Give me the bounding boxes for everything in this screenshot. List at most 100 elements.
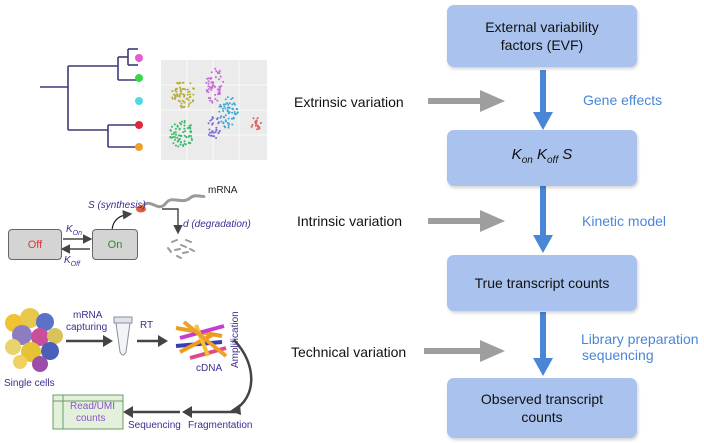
scatter-point xyxy=(178,95,181,98)
scatter-point xyxy=(210,118,213,121)
scatter-point xyxy=(211,85,214,88)
scatter-point xyxy=(230,98,233,101)
scatter-point xyxy=(176,82,178,84)
scatter-point xyxy=(226,102,229,105)
scatter-point xyxy=(219,116,222,119)
scatter-point xyxy=(187,91,189,94)
scatter-point xyxy=(207,80,210,83)
scatter-point xyxy=(173,123,176,126)
rt-label: RT xyxy=(140,320,154,331)
scatter-point xyxy=(182,93,185,96)
extrinsic-variation-label: Extrinsic variation xyxy=(294,94,404,110)
scatter-point xyxy=(180,106,183,109)
scatter-point xyxy=(174,95,177,98)
single-cells-label: Single cells xyxy=(4,378,55,389)
scatter-point xyxy=(189,82,192,85)
scatter-point xyxy=(184,143,187,146)
cdna-fragments xyxy=(175,320,228,360)
scatter-point xyxy=(219,92,221,95)
scatter-point xyxy=(173,131,176,134)
scatter-point xyxy=(210,89,213,92)
degraded-fragments xyxy=(167,239,195,259)
scatter-point xyxy=(222,107,224,110)
scatter-point xyxy=(169,135,172,138)
scatter-point xyxy=(182,144,185,146)
scatter-point xyxy=(250,125,253,128)
scatter-point xyxy=(208,128,211,131)
scatter-point xyxy=(173,132,175,135)
scatter-point xyxy=(183,124,186,127)
scatter-point xyxy=(220,85,223,87)
scatter-point xyxy=(183,134,186,137)
degradation-label: d (degradation) xyxy=(183,219,251,230)
scatter-point xyxy=(222,80,225,83)
scatter-point xyxy=(207,88,210,91)
intrinsic-variation-label: Intrinsic variation xyxy=(297,213,403,229)
kinetic-model-label: Kinetic model xyxy=(582,213,667,229)
scatter-point xyxy=(217,88,219,91)
scatter-point xyxy=(227,117,230,120)
scatter-point xyxy=(207,91,210,94)
scatter-point xyxy=(171,96,174,99)
scatter-point xyxy=(188,134,191,137)
scatter-point xyxy=(227,124,230,127)
scatter-point xyxy=(218,85,221,88)
scatter-point xyxy=(180,123,183,126)
scatter-point xyxy=(222,122,225,125)
observed-counts-label: Observed transcript counts xyxy=(480,391,604,425)
scatter-point xyxy=(233,102,236,105)
scatter-point xyxy=(223,125,226,128)
scatter-point xyxy=(183,105,186,108)
observed-counts-box: Observed transcript counts xyxy=(447,378,637,438)
scatter-point xyxy=(218,105,221,108)
scatter-point xyxy=(231,123,234,126)
scatter-point xyxy=(184,130,187,133)
scatter-point xyxy=(183,120,186,122)
scatter-point xyxy=(205,81,208,84)
scatter-point xyxy=(180,102,183,105)
scatter-point xyxy=(175,88,177,90)
scatter-point xyxy=(192,93,195,96)
scatter-point xyxy=(236,111,239,114)
scatter-point xyxy=(213,135,216,138)
scatter-point xyxy=(218,78,220,81)
tube-icon xyxy=(113,316,133,356)
on-state-box: On xyxy=(92,229,138,260)
scatter-point xyxy=(259,122,262,124)
scatter-point xyxy=(211,81,214,84)
on-state-label: On xyxy=(107,238,123,251)
scatter-point xyxy=(178,100,181,103)
mrna-capturing-label-line2: capturing xyxy=(66,322,108,333)
scatter-point xyxy=(232,108,235,111)
scatter-point xyxy=(192,100,195,103)
scatter-point xyxy=(214,93,217,96)
evf-box: External variability factors (EVF) xyxy=(447,5,637,67)
scatter-point xyxy=(214,76,217,79)
scatter-point xyxy=(210,71,213,74)
protocol-arrowheads xyxy=(103,335,241,418)
scatter-point xyxy=(254,124,257,127)
technical-variation-label: Technical variation xyxy=(291,344,407,360)
scatter-point xyxy=(176,94,179,97)
scatter-point xyxy=(210,100,213,102)
scatter-point xyxy=(182,131,185,134)
scatter-point xyxy=(254,120,257,123)
scatter-point xyxy=(214,130,217,133)
mrna-label: mRNA xyxy=(208,185,238,196)
scatter-point xyxy=(185,136,188,139)
scatter-point xyxy=(216,117,219,120)
scatter-point xyxy=(181,81,184,84)
scatter-point xyxy=(216,72,219,74)
scatter-point xyxy=(214,67,217,70)
scatter-point xyxy=(217,121,220,124)
scatter-point xyxy=(179,143,182,146)
scatter-point xyxy=(176,136,179,139)
dendrogram xyxy=(40,48,138,148)
scatter-point xyxy=(220,105,223,108)
dendrogram-leaves xyxy=(135,54,143,151)
scatter-point xyxy=(174,138,176,141)
scatter-point xyxy=(179,134,182,137)
scatter-point xyxy=(227,110,230,113)
scatter-point xyxy=(211,123,214,126)
scatter-point xyxy=(179,88,182,91)
